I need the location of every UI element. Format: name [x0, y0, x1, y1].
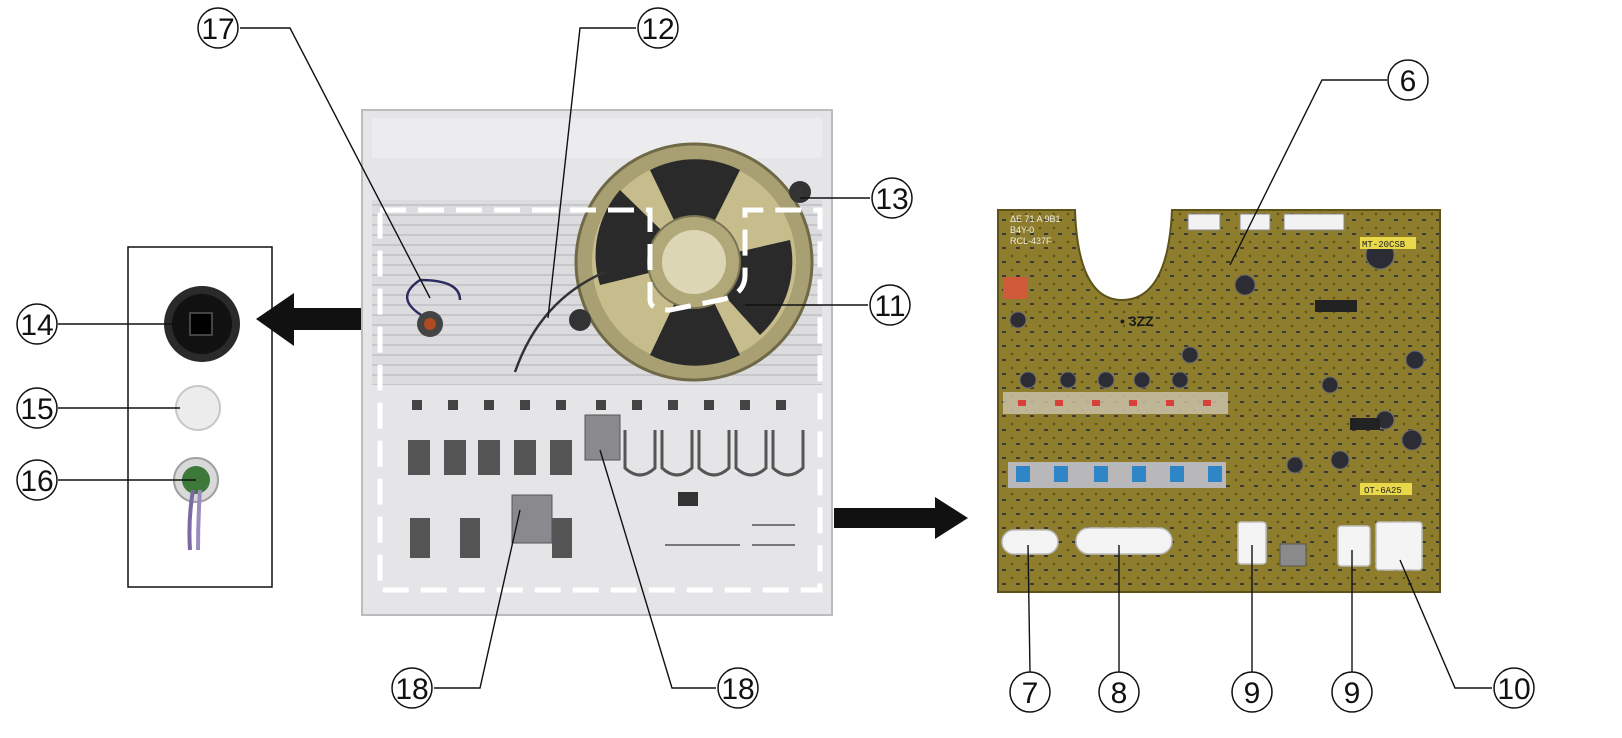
- svg-text:9: 9: [1244, 677, 1261, 710]
- svg-text:14: 14: [20, 309, 53, 342]
- pcb-image: [997, 209, 1441, 593]
- svg-text:10: 10: [1497, 673, 1530, 706]
- svg-text:11: 11: [874, 290, 905, 323]
- left-arrow-icon: [256, 293, 392, 346]
- callout-13: 13: [871, 177, 913, 219]
- callout-11: 11: [869, 284, 911, 326]
- pcb-silk-mid: B4Y-0: [1010, 225, 1034, 235]
- callout-16: 16: [16, 459, 58, 501]
- svg-text:9: 9: [1344, 677, 1361, 710]
- callout-7: 7: [1009, 671, 1051, 713]
- button-cap-image: [164, 286, 240, 362]
- callout-18-left: 18: [391, 667, 433, 709]
- component-label: OT-6A25: [1364, 486, 1402, 496]
- svg-text:17: 17: [201, 13, 234, 46]
- svg-text:18: 18: [721, 673, 754, 706]
- svg-text:18: 18: [395, 673, 428, 706]
- relay-label: MT-20CSB: [1362, 240, 1406, 250]
- svg-text:15: 15: [20, 393, 53, 426]
- svg-text:7: 7: [1022, 677, 1039, 710]
- svg-text:6: 6: [1400, 65, 1417, 98]
- svg-text:12: 12: [641, 13, 674, 46]
- callout-8: 8: [1098, 671, 1140, 713]
- pcb-silk-part: RCL-437F: [1010, 236, 1052, 246]
- callout-6: 6: [1387, 59, 1429, 101]
- callout-15: 15: [16, 387, 58, 429]
- callout-9-right: 9: [1331, 671, 1373, 713]
- callout-9-left: 9: [1231, 671, 1273, 713]
- front-panel-image: [361, 109, 833, 616]
- pcb-label-3zz: • 3ZZ: [1120, 313, 1154, 329]
- callout-12: 12: [637, 7, 679, 49]
- component-inset: [127, 246, 273, 588]
- callout-17: 17: [197, 7, 239, 49]
- dashed-outline: [377, 207, 823, 593]
- right-arrow-icon: [834, 497, 968, 539]
- svg-text:16: 16: [20, 465, 53, 498]
- lens-image: [175, 385, 221, 431]
- svg-text:8: 8: [1111, 677, 1128, 710]
- callout-10: 10: [1493, 667, 1535, 709]
- svg-text:13: 13: [875, 183, 908, 216]
- callout-14: 14: [16, 303, 58, 345]
- pcb-silk-top: ΔE 71 A 9B1: [1010, 214, 1061, 224]
- callout-18-right: 18: [717, 667, 759, 709]
- leader-lines: [58, 27, 1492, 689]
